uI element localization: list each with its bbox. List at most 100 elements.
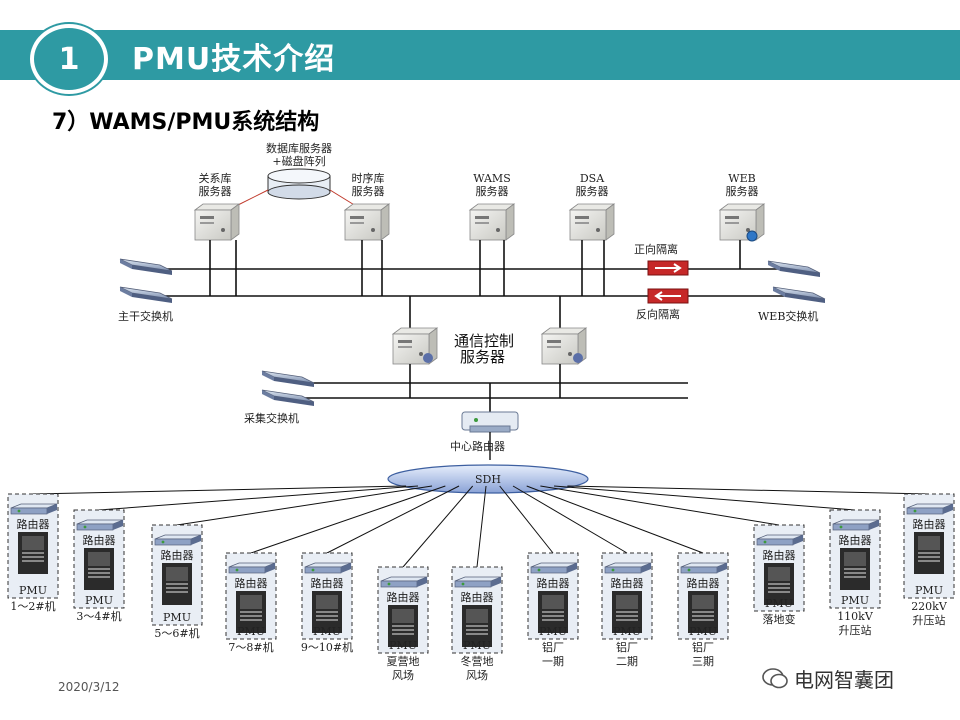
station-name-line2: 风场	[392, 668, 414, 682]
db-array-label: +磁盘阵列	[272, 154, 325, 168]
station-router-label: 路由器	[839, 533, 872, 547]
db-server-label: 数据库服务器	[266, 141, 332, 155]
database-cylinder-icon	[267, 168, 331, 200]
station-name-line2: 升压站	[913, 613, 946, 627]
section-title: 7）WAMS/PMU系统结构	[52, 110, 320, 135]
forward-isolation-icon	[647, 260, 689, 276]
sdh-label: SDH	[475, 473, 501, 486]
wams-server-label-2: 服务器	[476, 185, 509, 198]
station-name-line1: 9～10#机	[301, 640, 353, 654]
reverse-isolation-icon	[647, 288, 689, 304]
timeseries-server-label-1: 时序库	[352, 171, 385, 185]
station-link-5	[326, 485, 460, 554]
station-link-12	[554, 485, 856, 511]
center-router-label: 中心路由器	[450, 439, 505, 453]
station-name-line1: 5～6#机	[154, 626, 199, 640]
comm-server-label-1: 通信控制	[454, 332, 514, 350]
router-icon	[680, 562, 728, 574]
watermark-text: 电网智囊团	[794, 667, 894, 692]
station-link-8	[499, 485, 554, 554]
router-icon	[228, 562, 276, 574]
station-device-label: PMU	[689, 625, 717, 638]
router-icon	[76, 519, 124, 531]
station-device-label: PMU	[463, 639, 491, 652]
router-icon	[906, 503, 954, 515]
wams-server-label-1: WAMS	[473, 172, 511, 185]
station-link-1	[32, 485, 407, 495]
router-icon	[10, 503, 58, 515]
station-link-13	[567, 485, 930, 495]
station-router-label: 路由器	[611, 576, 644, 590]
pmu-device-icon	[840, 548, 870, 590]
web-server-icon	[719, 203, 765, 241]
station-4: 路由器 PMU	[225, 552, 277, 640]
station-8: 路由器 PMU	[527, 552, 579, 640]
main-switch-label: 主干交换机	[118, 309, 173, 323]
station-name-line1: 冬营地	[461, 654, 494, 668]
station-device-label: PMU	[19, 584, 47, 597]
page-title: PMU技术介绍	[132, 42, 336, 77]
station-device-label: PMU	[539, 625, 567, 638]
forward-isolation-label: 正向隔离	[634, 242, 678, 256]
station-7: 路由器 PMU	[451, 566, 503, 654]
router-icon	[304, 562, 352, 574]
station-device-label: PMU	[613, 625, 641, 638]
web-server-label-1: WEB	[728, 172, 755, 185]
station-device-label: PMU	[915, 584, 943, 597]
dsa-server-label-1: DSA	[580, 172, 605, 185]
relational-server-label-1: 关系库	[199, 171, 232, 185]
web-switch-label: WEB交换机	[758, 309, 818, 323]
station-link-3	[176, 485, 433, 526]
station-link-6	[402, 485, 474, 568]
relational-server-icon	[194, 203, 240, 241]
comm-server-label-2: 服务器	[460, 348, 505, 366]
station-device-label: PMU	[237, 625, 265, 638]
station-name-line2: 一期	[542, 655, 564, 668]
station-router-label: 路由器	[235, 576, 268, 590]
section-number-badge: 1	[30, 24, 108, 94]
station-link-9	[512, 485, 628, 554]
collect-switch-icon-1	[261, 370, 315, 388]
router-icon	[832, 519, 880, 531]
station-device-label: PMU	[841, 594, 869, 607]
station-name-line1: 铝厂	[542, 640, 564, 654]
header-banner	[0, 30, 960, 80]
station-link-7	[476, 485, 487, 568]
station-name-line1: 铝厂	[692, 640, 714, 654]
station-link-4	[250, 485, 446, 554]
wechat-icon	[762, 668, 788, 689]
router-icon	[604, 562, 652, 574]
station-5: 路由器 PMU	[301, 552, 353, 640]
pmu-device-icon	[162, 563, 192, 605]
station-router-label: 路由器	[537, 576, 570, 590]
station-router-label: 路由器	[311, 576, 344, 590]
station-router-label: 路由器	[161, 548, 194, 562]
timeseries-server-icon	[344, 203, 390, 241]
station-link-2	[98, 485, 419, 511]
router-icon	[380, 576, 428, 588]
web-server-label-2: 服务器	[726, 185, 759, 198]
station-device-label: PMU	[313, 625, 341, 638]
watermark: 电网智囊团	[762, 664, 942, 692]
station-router-label: 路由器	[461, 590, 494, 604]
station-name-line1: 落地变	[763, 612, 796, 626]
main-switch-icon-1	[119, 258, 173, 276]
station-device-label: PMU	[85, 594, 113, 607]
station-device-label: PMU	[163, 611, 191, 624]
station-router-label: 路由器	[763, 548, 796, 562]
dsa-server-icon	[569, 203, 615, 241]
dsa-server-label-2: 服务器	[576, 185, 609, 198]
station-name-line2: 二期	[616, 655, 638, 668]
collect-switch-label: 采集交换机	[244, 411, 299, 425]
station-router-label: 路由器	[913, 517, 946, 531]
station-name-line1: 7～8#机	[228, 640, 273, 654]
pmu-device-icon	[18, 532, 48, 574]
station-router-label: 路由器	[17, 517, 50, 531]
main-switch-icon-2	[119, 286, 173, 304]
router-icon	[454, 576, 502, 588]
station-3: 路由器 PMU	[151, 524, 203, 626]
station-13: 路由器 PMU	[903, 493, 955, 599]
